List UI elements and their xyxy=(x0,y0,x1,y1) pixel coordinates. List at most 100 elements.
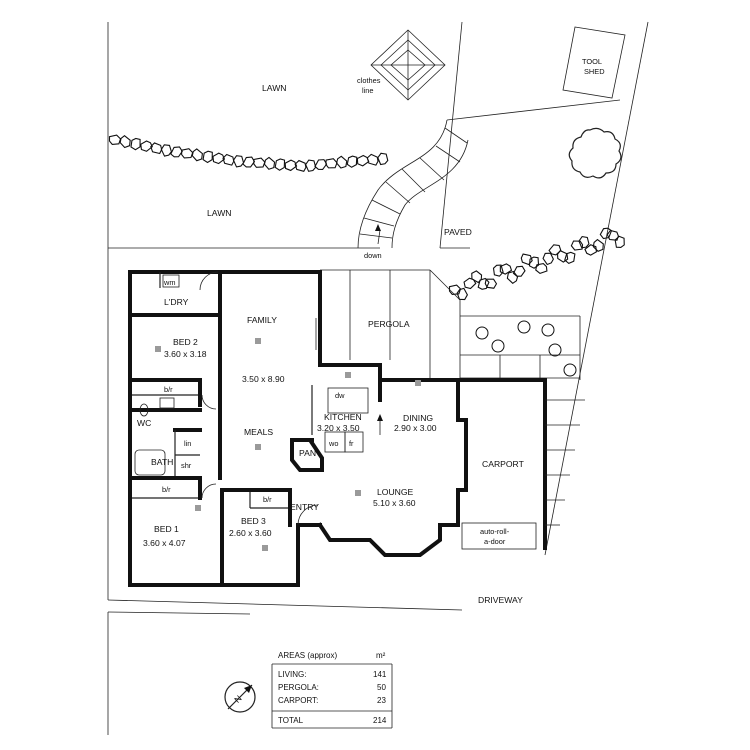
rock-icon xyxy=(584,244,598,256)
carport-area-label: CARPORT: xyxy=(278,696,318,705)
rock-icon xyxy=(606,229,619,241)
bed2-size: 3.60 x 3.18 xyxy=(164,349,207,359)
rock-icon xyxy=(570,240,584,251)
rock-icon xyxy=(477,277,490,290)
rock-icon xyxy=(108,134,122,145)
wm-label: wm xyxy=(163,278,176,287)
tool-shed-label: TOOL xyxy=(582,57,602,66)
rock-icon xyxy=(366,153,379,166)
clothes-line-icon xyxy=(370,29,446,101)
lounge-label: LOUNGE xyxy=(377,487,414,497)
wo-label: wo xyxy=(328,439,338,448)
dw-label: dw xyxy=(335,391,345,400)
areas-table xyxy=(271,663,393,729)
down-label: down xyxy=(364,251,382,260)
pergola-area-value: 50 xyxy=(377,683,386,692)
rock-icon xyxy=(578,236,590,249)
house-walls xyxy=(128,270,468,587)
wc-label: WC xyxy=(137,418,151,428)
bed2-label: BED 2 xyxy=(173,337,198,347)
auto-door-label-2: a-door xyxy=(484,537,506,546)
tool-shed-label-2: SHED xyxy=(584,67,605,76)
shrub-icon xyxy=(491,339,505,353)
clothes-line-label: clothes xyxy=(357,76,381,85)
shr-label: shr xyxy=(181,461,192,470)
rock-icon xyxy=(564,251,576,265)
entry-label: ENTRY xyxy=(290,502,319,512)
fr-label: fr xyxy=(349,439,354,448)
rock-icon xyxy=(284,159,298,172)
tool-shed xyxy=(562,26,626,99)
carport-area-value: 23 xyxy=(377,696,386,705)
lawn-mid-label: LAWN xyxy=(207,208,232,218)
rock-icon xyxy=(140,140,153,152)
tree-icon xyxy=(568,127,622,179)
shrub-icon xyxy=(563,363,577,377)
dining-label: DINING xyxy=(403,413,433,423)
dining-size: 2.90 x 3.00 xyxy=(394,423,437,433)
rock-icon xyxy=(520,253,533,266)
rock-icon xyxy=(274,158,286,171)
rock-icon xyxy=(614,235,625,249)
kitchen-label: KITCHEN xyxy=(324,412,362,422)
bed1-size: 3.60 x 4.07 xyxy=(143,538,186,548)
rock-icon xyxy=(314,159,328,171)
total-label: TOTAL xyxy=(278,716,304,725)
rock-icon xyxy=(499,263,513,275)
rock-icon xyxy=(448,284,462,295)
bir-bed1-label: b/r xyxy=(162,485,171,494)
rock-border-2 xyxy=(448,227,625,301)
rock-icon xyxy=(484,278,498,289)
rock-icon xyxy=(305,159,317,172)
areas-title: AREAS (approx) xyxy=(278,651,337,660)
rock-icon xyxy=(325,158,338,169)
rock-icon xyxy=(512,265,526,277)
rock-icon xyxy=(377,152,389,166)
rock-icon xyxy=(263,156,276,170)
rock-icon xyxy=(212,152,226,165)
shrub-icon xyxy=(517,320,531,334)
rock-icon xyxy=(506,270,519,284)
north-arrow-icon xyxy=(224,681,256,713)
lawn-top-label: LAWN xyxy=(262,83,287,93)
rock-icon xyxy=(222,153,235,166)
pan-label: PAN xyxy=(299,448,316,458)
shrub-icon xyxy=(548,343,562,357)
shrub-icon xyxy=(475,326,489,340)
rock-icon xyxy=(150,142,163,155)
floor-markers xyxy=(155,338,421,551)
family-size: 3.50 x 8.90 xyxy=(242,374,285,384)
rock-icon xyxy=(548,244,562,256)
living-value: 141 xyxy=(373,670,387,679)
lin-label: lin xyxy=(184,439,191,448)
site-boundary xyxy=(107,21,649,735)
rock-icon xyxy=(599,227,613,240)
pergola-label: PERGOLA xyxy=(368,319,410,329)
rock-icon xyxy=(253,157,266,168)
rock-icon xyxy=(191,148,203,162)
bed3-size: 2.60 x 3.60 xyxy=(229,528,272,538)
kitchen-size: 3.20 x 3.50 xyxy=(317,423,360,433)
ldry-label: L'DRY xyxy=(164,297,189,307)
bed3-label: BED 3 xyxy=(241,516,266,526)
total-value: 214 xyxy=(373,716,387,725)
paved-label: PAVED xyxy=(444,227,472,237)
rock-icon xyxy=(492,264,504,277)
rock-icon xyxy=(160,144,173,157)
doors xyxy=(199,271,383,526)
auto-door-label: auto-roll- xyxy=(480,527,510,536)
rock-icon xyxy=(232,155,245,168)
bir-bed3-label: b/r xyxy=(263,495,272,504)
driveway-label: DRIVEWAY xyxy=(478,595,523,605)
rock-icon xyxy=(592,238,604,252)
carport xyxy=(456,378,585,550)
rock-icon xyxy=(181,148,194,159)
bath-label: BATH xyxy=(151,457,173,467)
rock-icon xyxy=(130,137,141,151)
rock-icon xyxy=(535,263,548,275)
rock-border xyxy=(108,134,389,172)
shrub-icon xyxy=(541,323,555,337)
rock-icon xyxy=(346,155,358,168)
shrubs xyxy=(475,320,577,377)
